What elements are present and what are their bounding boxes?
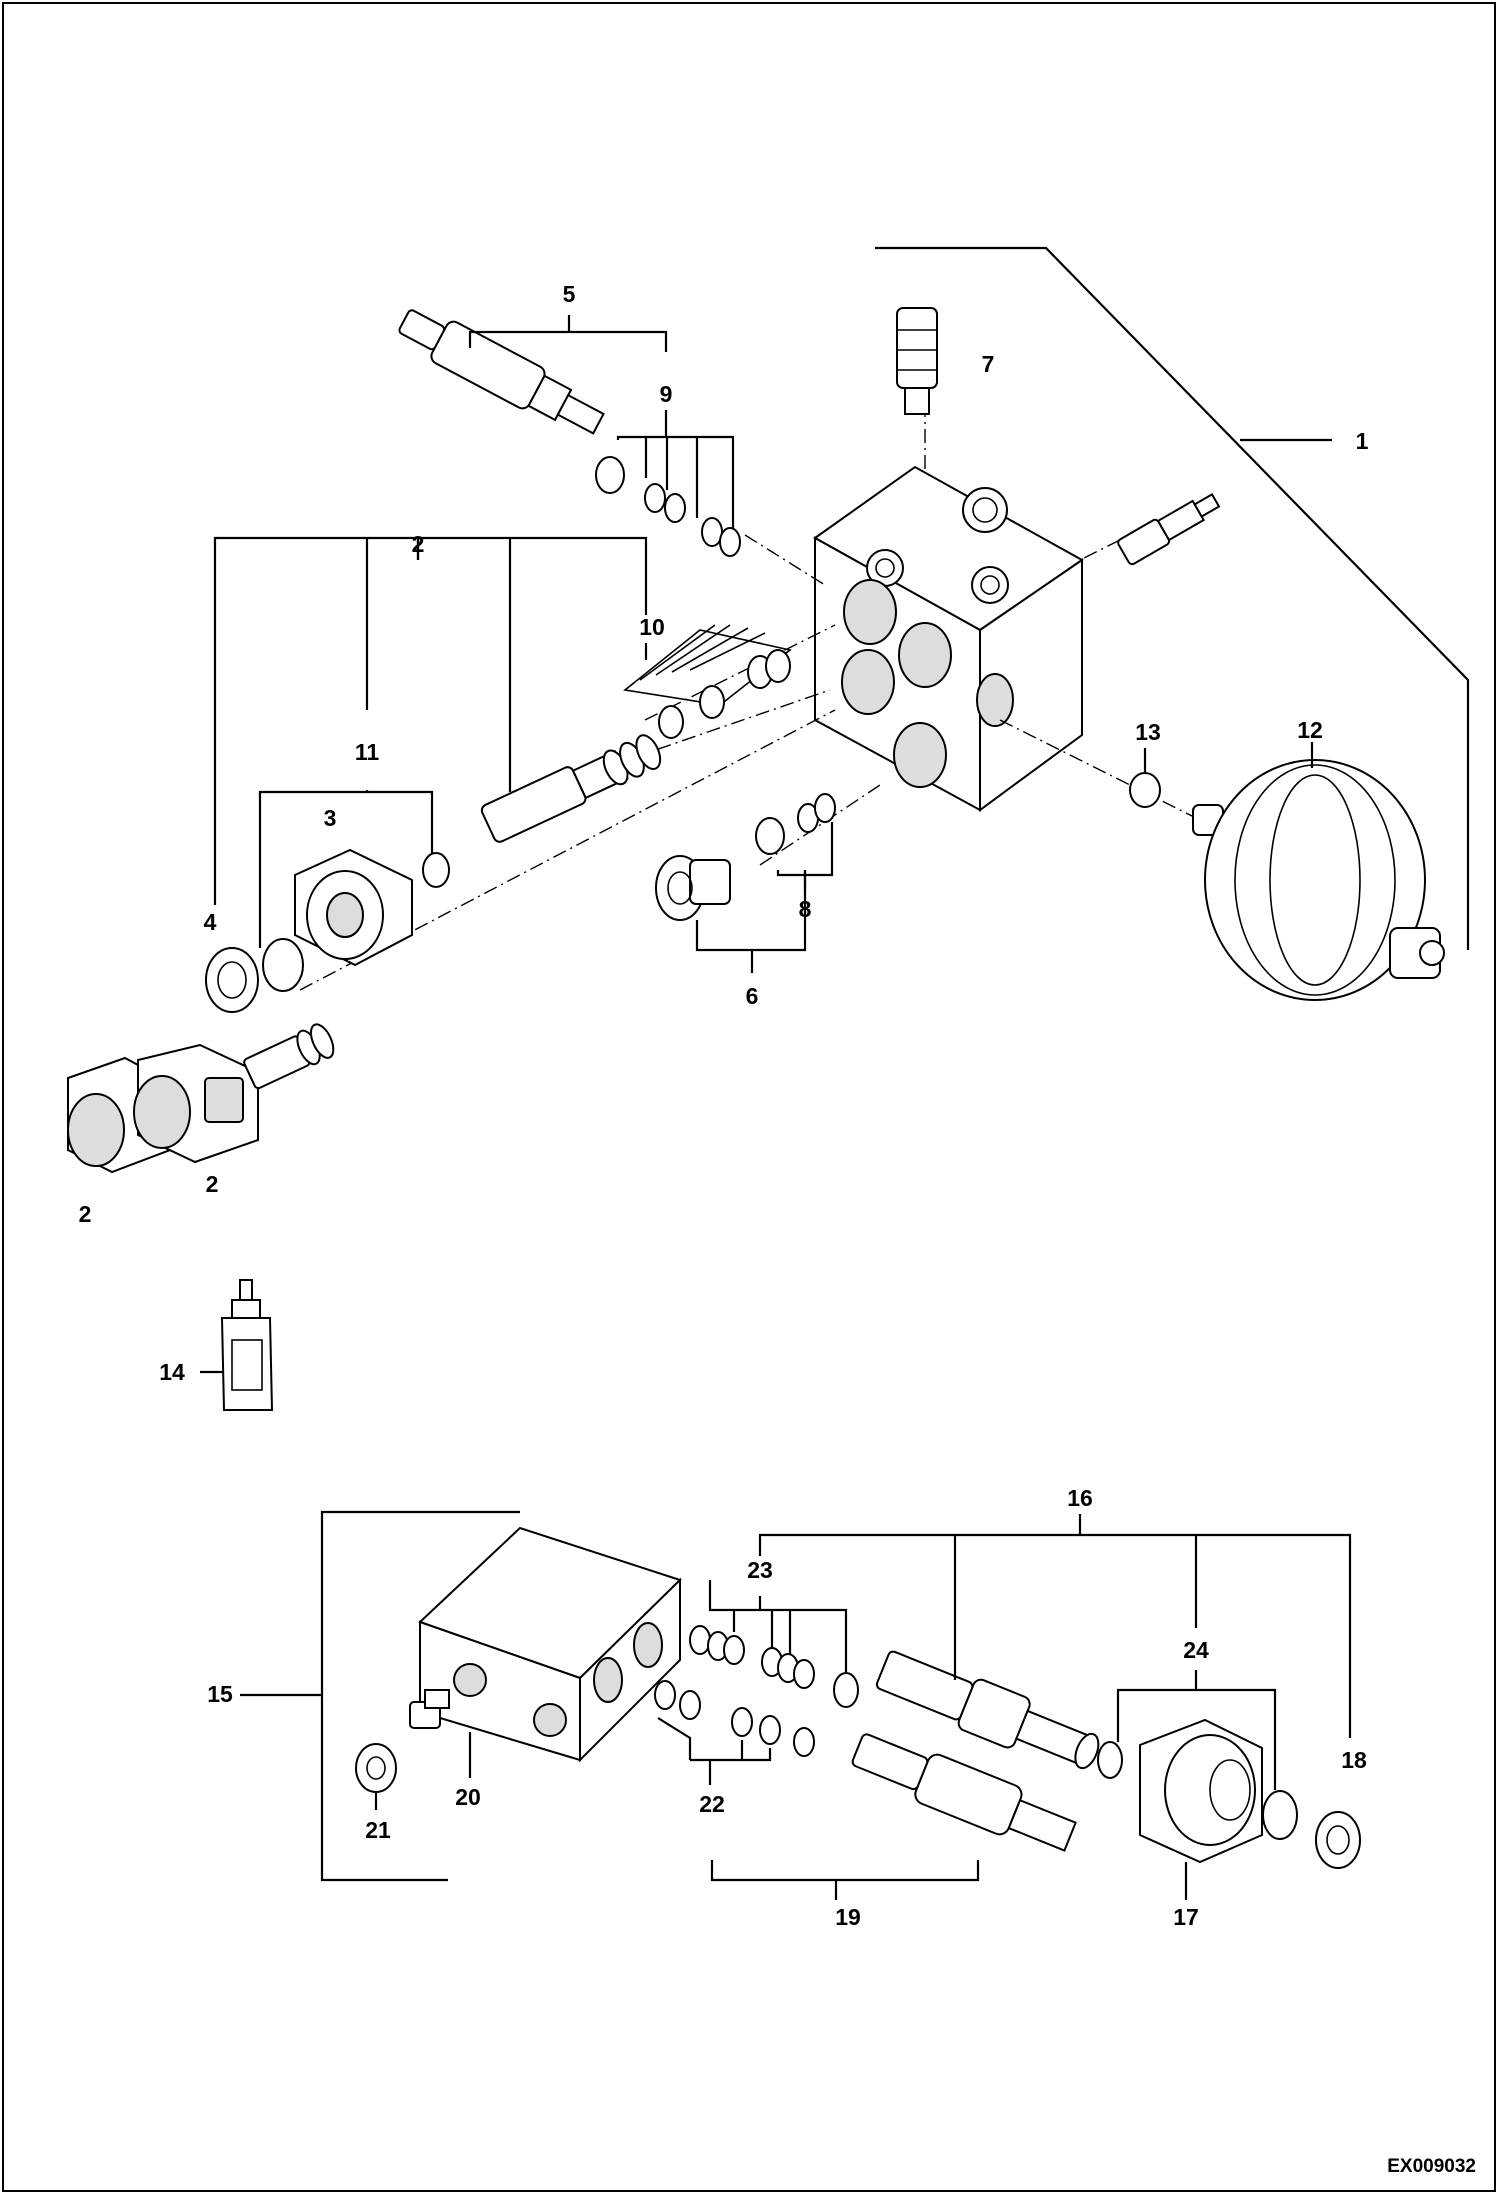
oring-24b — [1262, 1790, 1298, 1840]
callout-3: 3 — [324, 805, 337, 831]
callout-18: 18 — [1341, 1747, 1367, 1773]
callout-24: 24 — [1183, 1637, 1209, 1663]
plug-21 — [355, 1743, 397, 1793]
coil-3 — [294, 848, 413, 967]
lower-valve-block — [418, 1526, 682, 1763]
callout-4: 4 — [204, 909, 217, 935]
callout-8: 8 — [799, 896, 812, 922]
callout-11: 11 — [355, 739, 380, 765]
orings-23 — [689, 1625, 859, 1708]
cartridge-16 — [875, 1650, 1100, 1770]
seal-13 — [1129, 772, 1161, 808]
label-fan-10 — [623, 629, 792, 706]
callout-17: 17 — [1173, 1904, 1199, 1930]
cartridge-19 — [851, 1733, 1077, 1852]
callout-1: 1 — [1356, 428, 1369, 454]
document-code: EX009032 — [1387, 2156, 1476, 2177]
seals-10 — [658, 649, 791, 739]
callouts: 1 2 2 2 3 4 5 6 7 8 9 10 11 12 13 14 15 … — [79, 281, 1369, 1930]
oring-11a — [422, 852, 450, 888]
callout-7: 7 — [982, 351, 995, 377]
connector-2b — [133, 1043, 259, 1164]
callout-2-left: 2 — [79, 1201, 92, 1227]
callout-2-top: 2 — [412, 531, 425, 557]
leader-1 — [875, 246, 1470, 950]
nut-4 — [205, 947, 259, 1013]
nut-18 — [1315, 1811, 1361, 1869]
callout-6: 6 — [746, 983, 759, 1009]
callout-14: 14 — [159, 1359, 185, 1385]
plug-7 — [896, 307, 938, 415]
oring-24a — [1097, 1741, 1123, 1779]
callout-22: 22 — [699, 1791, 725, 1817]
plug-6 — [655, 855, 731, 921]
callout-20: 20 — [455, 1784, 481, 1810]
oring-11b — [262, 938, 304, 992]
callout-21: 21 — [365, 1817, 391, 1843]
cartridge-5 — [398, 309, 605, 435]
o-rings-9 — [595, 456, 741, 557]
plug-20 — [409, 1689, 450, 1729]
cartridge-2 — [480, 734, 662, 843]
callout-12: 12 — [1297, 717, 1323, 743]
callout-15: 15 — [207, 1681, 233, 1707]
cartridge-2-left — [243, 1023, 335, 1090]
callout-5: 5 — [563, 281, 576, 307]
oring-8a — [755, 817, 785, 855]
accumulator-12 — [1192, 759, 1445, 1001]
callout-19: 19 — [835, 1904, 861, 1930]
oring-8c — [814, 793, 836, 823]
tube-14 — [220, 1279, 274, 1411]
callout-16: 16 — [1067, 1485, 1093, 1511]
callout-2-mid: 2 — [206, 1171, 219, 1197]
callout-23: 23 — [747, 1557, 773, 1583]
callout-10: 10 — [639, 614, 665, 640]
callout-9: 9 — [660, 381, 673, 407]
coil-17 — [1139, 1718, 1263, 1864]
orings-22 — [654, 1680, 815, 1757]
sensor-right — [1117, 493, 1221, 566]
callout-13: 13 — [1135, 719, 1161, 745]
